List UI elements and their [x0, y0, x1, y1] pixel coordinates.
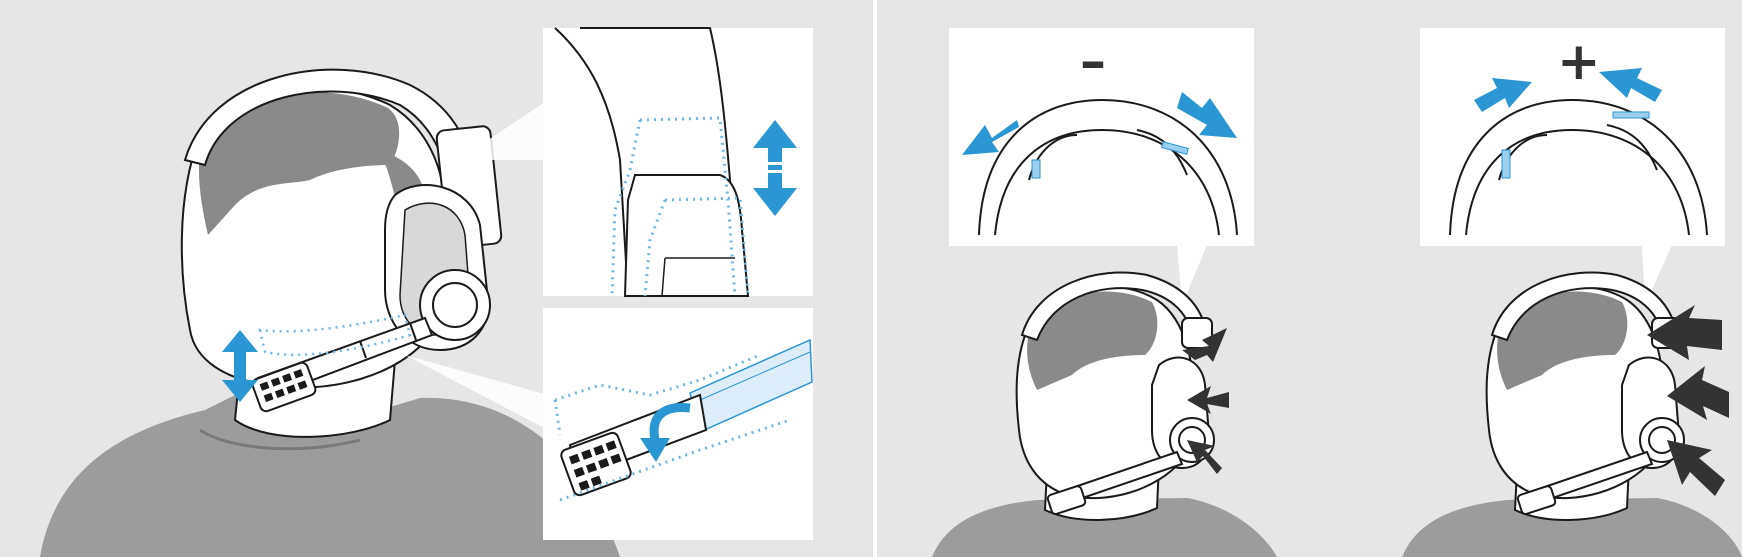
increase-pressure-figure	[1402, 28, 1742, 557]
arrows-outward-icon	[1177, 92, 1237, 138]
increase-symbol: +	[1557, 32, 1601, 92]
slider-position-dotted	[643, 196, 750, 297]
pressure-arrow-icon	[1187, 386, 1229, 414]
fit-and-mic-panel	[40, 27, 813, 557]
mic-capsule	[1046, 485, 1087, 516]
pressure-arrow-icon	[1647, 305, 1722, 360]
pressure-arrow-icon	[1667, 366, 1729, 420]
decrease-symbol: –	[1080, 32, 1106, 92]
callout-pointer	[1177, 245, 1207, 305]
mic-closeup-callout	[543, 308, 813, 540]
pressure-adjust-panel: – +	[877, 0, 1742, 557]
mic-grille	[259, 369, 308, 403]
collar	[199, 428, 361, 451]
slot-indicator	[1161, 141, 1189, 155]
pressure-adjust-illustration	[932, 28, 1742, 557]
mic-alt-position-outline	[258, 313, 412, 357]
slider-position-dotted	[610, 116, 737, 297]
panel-divider	[873, 0, 877, 557]
mic-hub-inner	[1648, 426, 1676, 454]
headband-arch-inner	[1465, 128, 1690, 236]
pressure-arrow-icon	[1667, 440, 1725, 496]
mic-boom-joint	[409, 322, 417, 341]
headband-arch	[978, 98, 1238, 236]
callout-connector-top	[458, 100, 548, 160]
mic-boom-joint	[359, 340, 367, 359]
decrease-pressure-figure	[932, 28, 1277, 557]
headband-closeup-arc	[554, 27, 629, 297]
mic-hub-inner	[432, 282, 478, 328]
shirt	[1402, 498, 1742, 557]
slider-closeup-callout	[543, 27, 813, 297]
mic-closeup-alt-outline	[553, 353, 791, 502]
slot-indicator	[1031, 159, 1041, 179]
headband-slot	[1606, 124, 1658, 171]
slider-closeup-inner	[661, 257, 735, 297]
hair	[198, 92, 400, 235]
double-arrow-vertical-icon	[753, 120, 797, 216]
shirt	[40, 395, 620, 557]
callout-connector-bottom	[405, 355, 548, 430]
headband-arch-inner	[994, 128, 1220, 236]
slot-indicator	[1612, 111, 1650, 119]
mic-capsule	[1516, 485, 1557, 516]
arrows-outward-icon	[962, 120, 1019, 155]
hair	[1027, 291, 1158, 390]
mic-closeup-grille	[568, 440, 622, 491]
pressure-arrow-icon	[1182, 328, 1227, 362]
curved-arrow-down-head	[640, 438, 670, 462]
curved-arrow-down-icon	[649, 402, 691, 441]
headband-arch	[1449, 98, 1708, 236]
pressure-arrow-icon	[1187, 440, 1222, 474]
hair	[1497, 291, 1628, 390]
headband-closeup-top	[580, 27, 741, 297]
shirt	[932, 498, 1277, 557]
slider-closeup	[623, 174, 750, 297]
arrows-inward-icon	[1474, 78, 1532, 112]
arrows-inward-icon	[1599, 68, 1662, 102]
slot-indicator	[1501, 149, 1511, 179]
fit-and-mic-illustration	[40, 27, 813, 557]
double-arrow-vertical-icon	[222, 330, 258, 402]
